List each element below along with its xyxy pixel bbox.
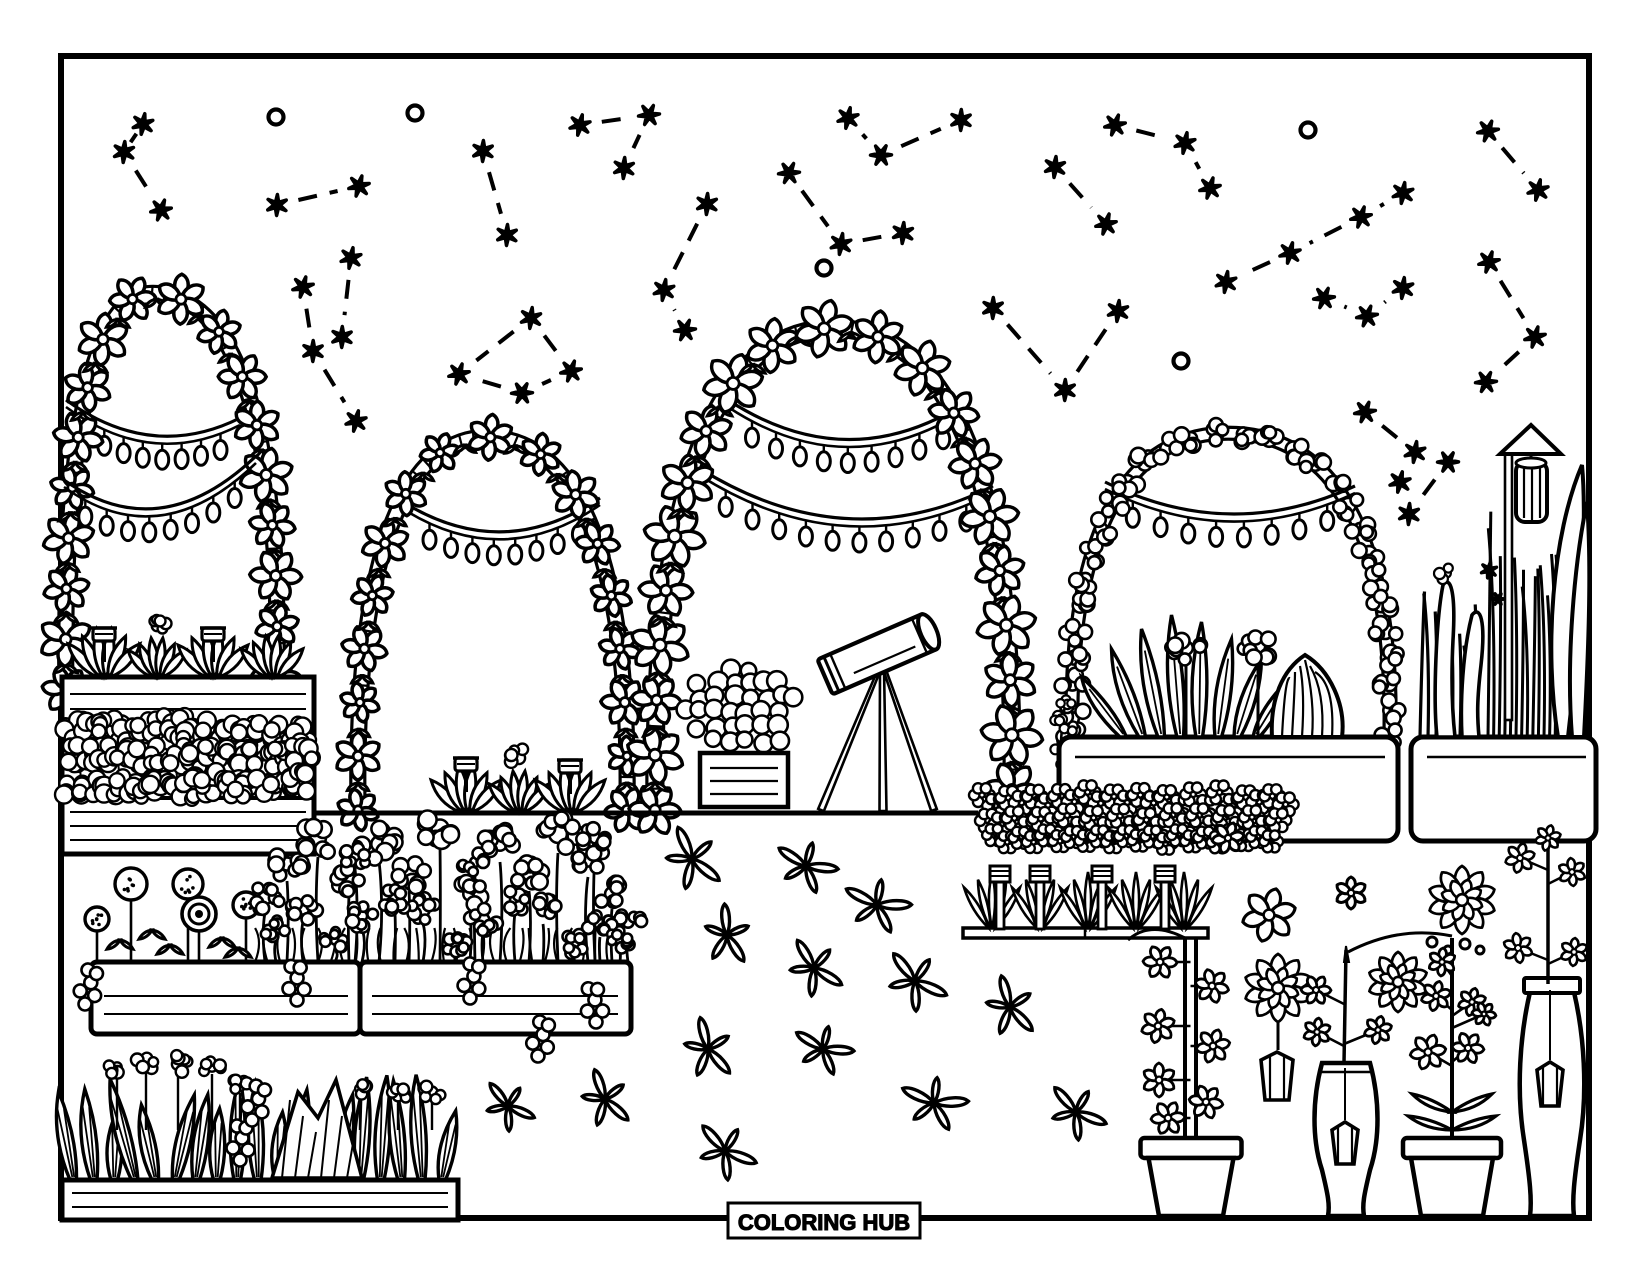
svg-text:COLORING HUB: COLORING HUB (738, 1210, 910, 1235)
